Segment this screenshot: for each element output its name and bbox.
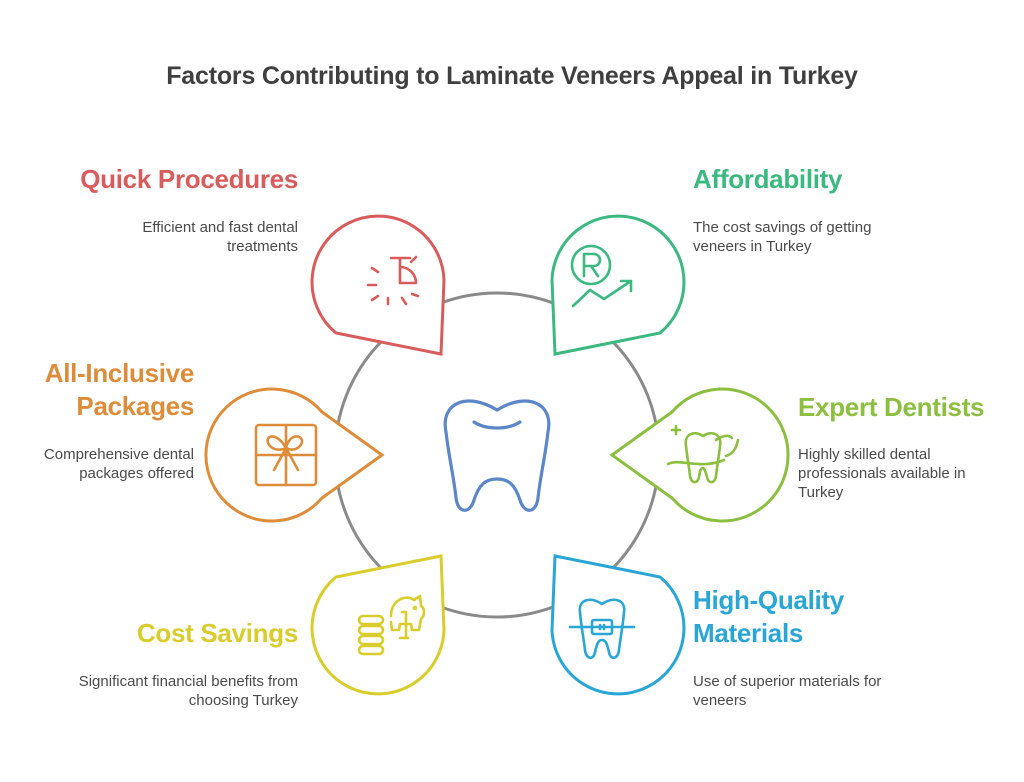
desc-quick-procedures: Efficient and fast dental treatments (142, 219, 298, 255)
desc-cost-savings: Significant financial benefits from choo… (78, 673, 298, 709)
sparkling-tooth-icon (666, 424, 740, 484)
expert-dentists-pin (609, 387, 790, 523)
desc-expert-dentists: Highly skilled dental professionals avai… (798, 446, 966, 501)
cost-savings-pin (310, 554, 446, 696)
timer-icon (366, 255, 420, 306)
label-affordability: Affordability (693, 164, 843, 194)
all-inclusive-packages-pin (204, 387, 385, 523)
desc-high-quality-materials: Use of superior materials for veneers (693, 673, 882, 709)
quick-procedures-pin (310, 214, 446, 356)
tooth-braces-icon (568, 598, 636, 660)
label-cost-savings: Cost Savings (136, 618, 298, 648)
desc-affordability: The cost savings of getting veneers in T… (693, 219, 872, 255)
desc-all-inclusive-packages: Comprehensive dental packages offered (43, 446, 194, 482)
label-expert-dentists: Expert Dentists (798, 392, 985, 422)
piggy-bank-coins-icon (357, 594, 426, 656)
label-quick-procedures: Quick Procedures (80, 164, 298, 194)
label-all-inclusive-packages: All-Inclusive Packages (44, 358, 195, 421)
label-high-quality-materials: High-Quality Materials (693, 585, 844, 648)
rupee-growth-icon (570, 244, 633, 308)
affordability-pin (550, 214, 686, 356)
high-quality-materials-pin (550, 554, 686, 696)
diagram-title: Factors Contributing to Laminate Veneers… (166, 62, 858, 90)
tooth-icon (443, 399, 551, 512)
gift-box-icon (254, 423, 318, 487)
